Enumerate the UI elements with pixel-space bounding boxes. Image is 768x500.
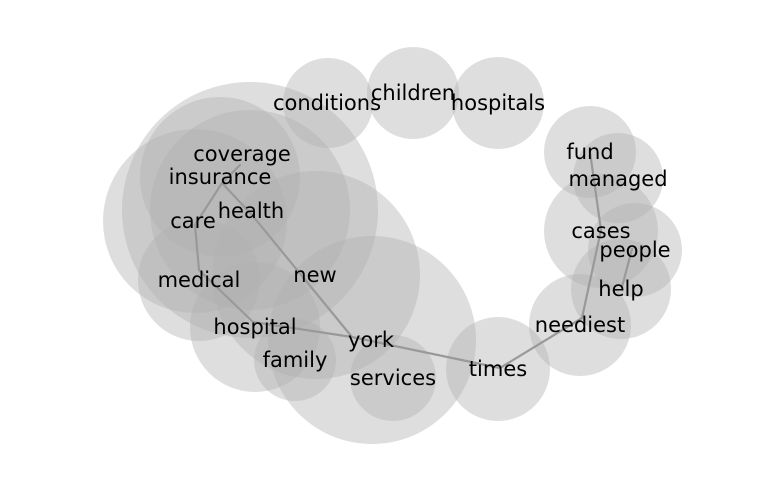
bubble-hospitals [452, 57, 544, 149]
word-label-health: health [218, 199, 284, 223]
bubble-york [268, 236, 476, 444]
link-hospital-york [251, 320, 354, 339]
word-label-york: york [348, 328, 395, 352]
bubble-hospital [190, 262, 320, 392]
bubble-times [446, 317, 550, 421]
word-label-times: times [469, 357, 527, 381]
link-people-help [620, 247, 634, 289]
word-label-insurance: insurance [169, 165, 272, 189]
word-label-children: children [371, 81, 455, 105]
word-label-hospital: hospital [213, 315, 296, 339]
bubble-children [367, 47, 459, 139]
link-insurance-care [193, 181, 224, 227]
bubble-health [150, 110, 350, 310]
word-label-new: new [293, 263, 336, 287]
bubble-insurance [140, 97, 300, 257]
bubble-neediest [529, 274, 631, 376]
word-label-care: care [170, 209, 216, 233]
word-label-cases: cases [571, 219, 630, 243]
bubble-managed [573, 133, 663, 223]
link-care-medical [193, 223, 201, 272]
word-label-fund: fund [566, 140, 613, 164]
bubble-new [212, 171, 420, 379]
word-label-hospitals: hospitals [451, 91, 545, 115]
link-york-times [350, 335, 502, 370]
word-label-people: people [599, 238, 670, 262]
word-label-help: help [598, 277, 643, 301]
link-medical-hospital [197, 268, 255, 324]
link-cases-fund [588, 150, 603, 232]
link-insurance-health [220, 181, 254, 217]
link-coverage-insurance [220, 163, 242, 185]
word-label-services: services [350, 366, 436, 390]
bubble-conditions [283, 58, 373, 148]
link-neediest-cases [580, 228, 603, 320]
word-label-managed: managed [568, 167, 667, 191]
link-layer [193, 150, 634, 370]
bubble-services [350, 335, 436, 421]
bubble-medical [138, 219, 260, 341]
word-label-neediest: neediest [535, 313, 625, 337]
link-times-neediest [498, 316, 584, 370]
bubble-family [254, 319, 336, 401]
word-label-family: family [263, 348, 328, 372]
bubble-coverage [122, 82, 378, 338]
bubble-help [571, 239, 671, 339]
word-label-medical: medical [158, 268, 241, 292]
word-label-coverage: coverage [193, 142, 291, 166]
word-label-conditions: conditions [273, 91, 381, 115]
bubble-people [588, 203, 682, 297]
link-health-york [250, 213, 354, 339]
bubble-care [103, 129, 287, 313]
